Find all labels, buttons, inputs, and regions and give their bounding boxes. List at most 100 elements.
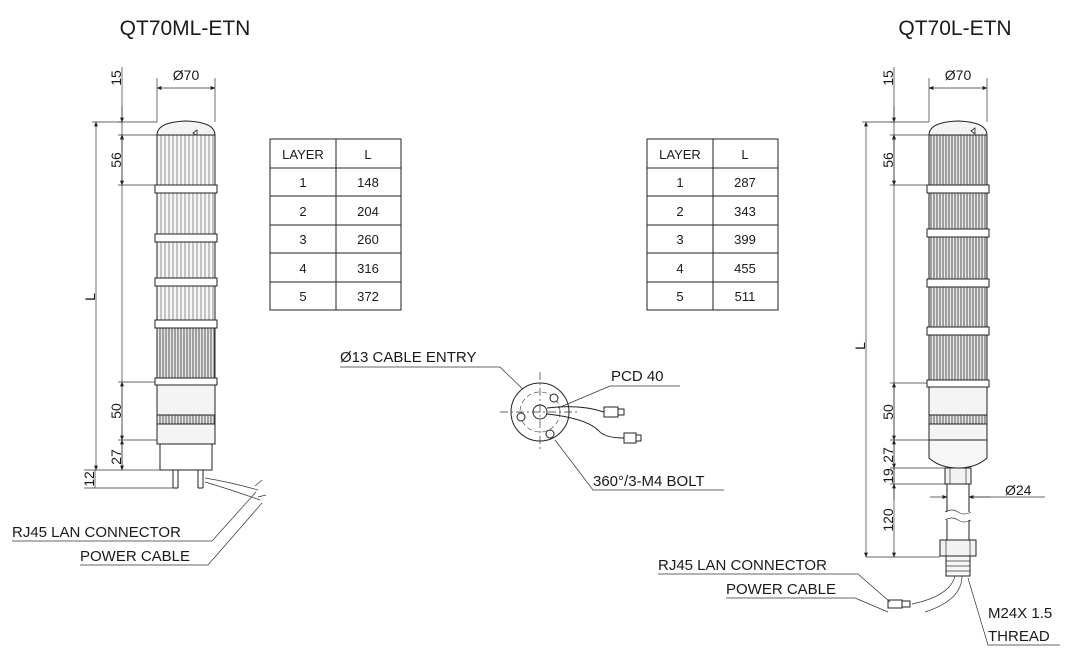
- left-title: QT70ML-ETN: [120, 17, 251, 40]
- left-layer-2: [156, 192, 216, 235]
- left-top-cap: [156, 120, 216, 136]
- left-ring-5: [154, 377, 218, 386]
- right-table-cell: 5: [676, 289, 683, 304]
- right-pole-break-bottom: [944, 517, 972, 523]
- right-table-cell: 3: [676, 232, 683, 247]
- pcd-leader: [557, 385, 680, 409]
- bolt-leader: [554, 439, 724, 491]
- right-ring-3: [926, 278, 990, 288]
- left-ring-1: [154, 184, 218, 194]
- bolt-label: 360°/3-M4 BOLT: [593, 473, 705, 490]
- right-layer-4: [928, 286, 988, 328]
- right-layer-2: [928, 192, 988, 230]
- right-pole-break-top: [944, 509, 972, 515]
- left-table-cell: 372: [357, 289, 379, 304]
- right-table-cell: 287: [734, 175, 756, 190]
- right-layer-1: [928, 134, 988, 186]
- right-dim-15: 15: [880, 70, 896, 86]
- right-dim-120: 120: [880, 508, 896, 532]
- right-dim-L: L: [852, 342, 868, 350]
- left-table-cell: 2: [299, 204, 306, 219]
- left-dim-27: 27: [108, 449, 124, 465]
- left-rj45-leader: [12, 491, 257, 542]
- right-pole-lower: [946, 520, 970, 540]
- thread-leader: [967, 577, 1060, 646]
- left-layer-4: [156, 285, 216, 321]
- left-table-cell: 204: [357, 204, 379, 219]
- left-power-plug: [197, 470, 204, 489]
- left-power-callout: POWER CABLE: [80, 548, 190, 565]
- left-rj45-plug: [172, 470, 179, 489]
- right-dim-27: 27: [880, 447, 896, 463]
- left-diagram: QT70ML-ETN Ø70: [12, 17, 267, 566]
- left-dim-15: 15: [108, 70, 124, 86]
- right-title: QT70L-ETN: [898, 17, 1011, 40]
- left-layer-table: LAYER L 1 148 2 204 3 260 4 316 5 372: [269, 138, 402, 311]
- left-table-cell: 3: [299, 232, 306, 247]
- left-table-cell: 316: [357, 261, 379, 276]
- left-ring-4: [154, 319, 218, 329]
- right-power-callout: POWER CABLE: [726, 581, 836, 598]
- left-base-housing: [156, 423, 216, 445]
- right-dim-50: 50: [880, 404, 896, 420]
- left-dim-50: 50: [108, 403, 124, 419]
- right-vent: [928, 414, 988, 425]
- right-ring-5: [926, 379, 990, 388]
- right-table-cell: 399: [734, 232, 756, 247]
- left-diameter-label: Ø70: [173, 67, 200, 83]
- bolt-hole-2: [516, 412, 526, 422]
- right-base-housing: [928, 423, 988, 441]
- right-pole-upper: [946, 484, 970, 512]
- left-layer-1: [156, 134, 216, 186]
- left-base: [159, 444, 213, 471]
- right-controller-unit: [928, 386, 988, 416]
- left-ring-2: [154, 233, 218, 243]
- left-layer-3: [156, 241, 216, 279]
- right-power-leader: [726, 597, 889, 613]
- right-table-header-l: L: [741, 147, 748, 162]
- right-ring-2: [926, 228, 990, 238]
- bolt-hole-3: [545, 429, 555, 439]
- left-dim-56: 56: [108, 152, 124, 168]
- left-rj45-callout: RJ45 LAN CONNECTOR: [12, 524, 181, 541]
- left-table-cell: 5: [299, 289, 306, 304]
- right-diagram: QT70L-ETN Ø70: [658, 17, 1060, 646]
- left-controller-unit: [156, 384, 216, 416]
- left-table-cell: 148: [357, 175, 379, 190]
- right-table-cell: 343: [734, 204, 756, 219]
- right-rj45-leader: [658, 573, 891, 603]
- thread-spec-line-2: THREAD: [988, 628, 1050, 645]
- right-rj45-plug: [887, 599, 903, 609]
- rect: [635, 434, 642, 442]
- left-table-header-layer: LAYER: [282, 147, 324, 162]
- base-cable-1: [546, 406, 605, 413]
- cable-entry-label: Ø13 CABLE ENTRY: [340, 349, 476, 366]
- base-rj45-plug: [603, 406, 619, 418]
- base-cable-2: [546, 413, 625, 439]
- left-power-leader: [80, 502, 263, 566]
- right-diameter-label: Ø70: [945, 67, 972, 83]
- rect: [617, 408, 625, 416]
- right-table-cell: 2: [676, 204, 683, 219]
- right-cables: [911, 575, 963, 613]
- right-layer-table: LAYER L 1 287 2 343 3 399 4 455 5 511: [646, 138, 779, 311]
- left-table-cell: 1: [299, 175, 306, 190]
- right-table-cell: 4: [676, 261, 683, 276]
- left-vent: [156, 414, 216, 425]
- left-table-header-l: L: [364, 147, 371, 162]
- right-fitting-nut: [939, 539, 977, 557]
- thread-spec-line-1: M24X 1.5: [988, 605, 1052, 622]
- right-rj45-callout: RJ45 LAN CONNECTOR: [658, 557, 827, 574]
- left-table-cell: 4: [299, 261, 306, 276]
- rect: [901, 600, 911, 608]
- base-detail: Ø13 CABLE ENTRY PCD 40 360°/3-M4 BOLT: [340, 349, 724, 491]
- right-table-header-layer: LAYER: [659, 147, 701, 162]
- base-power-plug: [623, 432, 637, 444]
- left-dim-12: 12: [81, 471, 97, 487]
- right-layer-3: [928, 236, 988, 280]
- right-dim-56: 56: [880, 152, 896, 168]
- left-ring-3: [154, 277, 218, 287]
- right-ring-1: [926, 184, 990, 194]
- left-cables: [204, 477, 261, 501]
